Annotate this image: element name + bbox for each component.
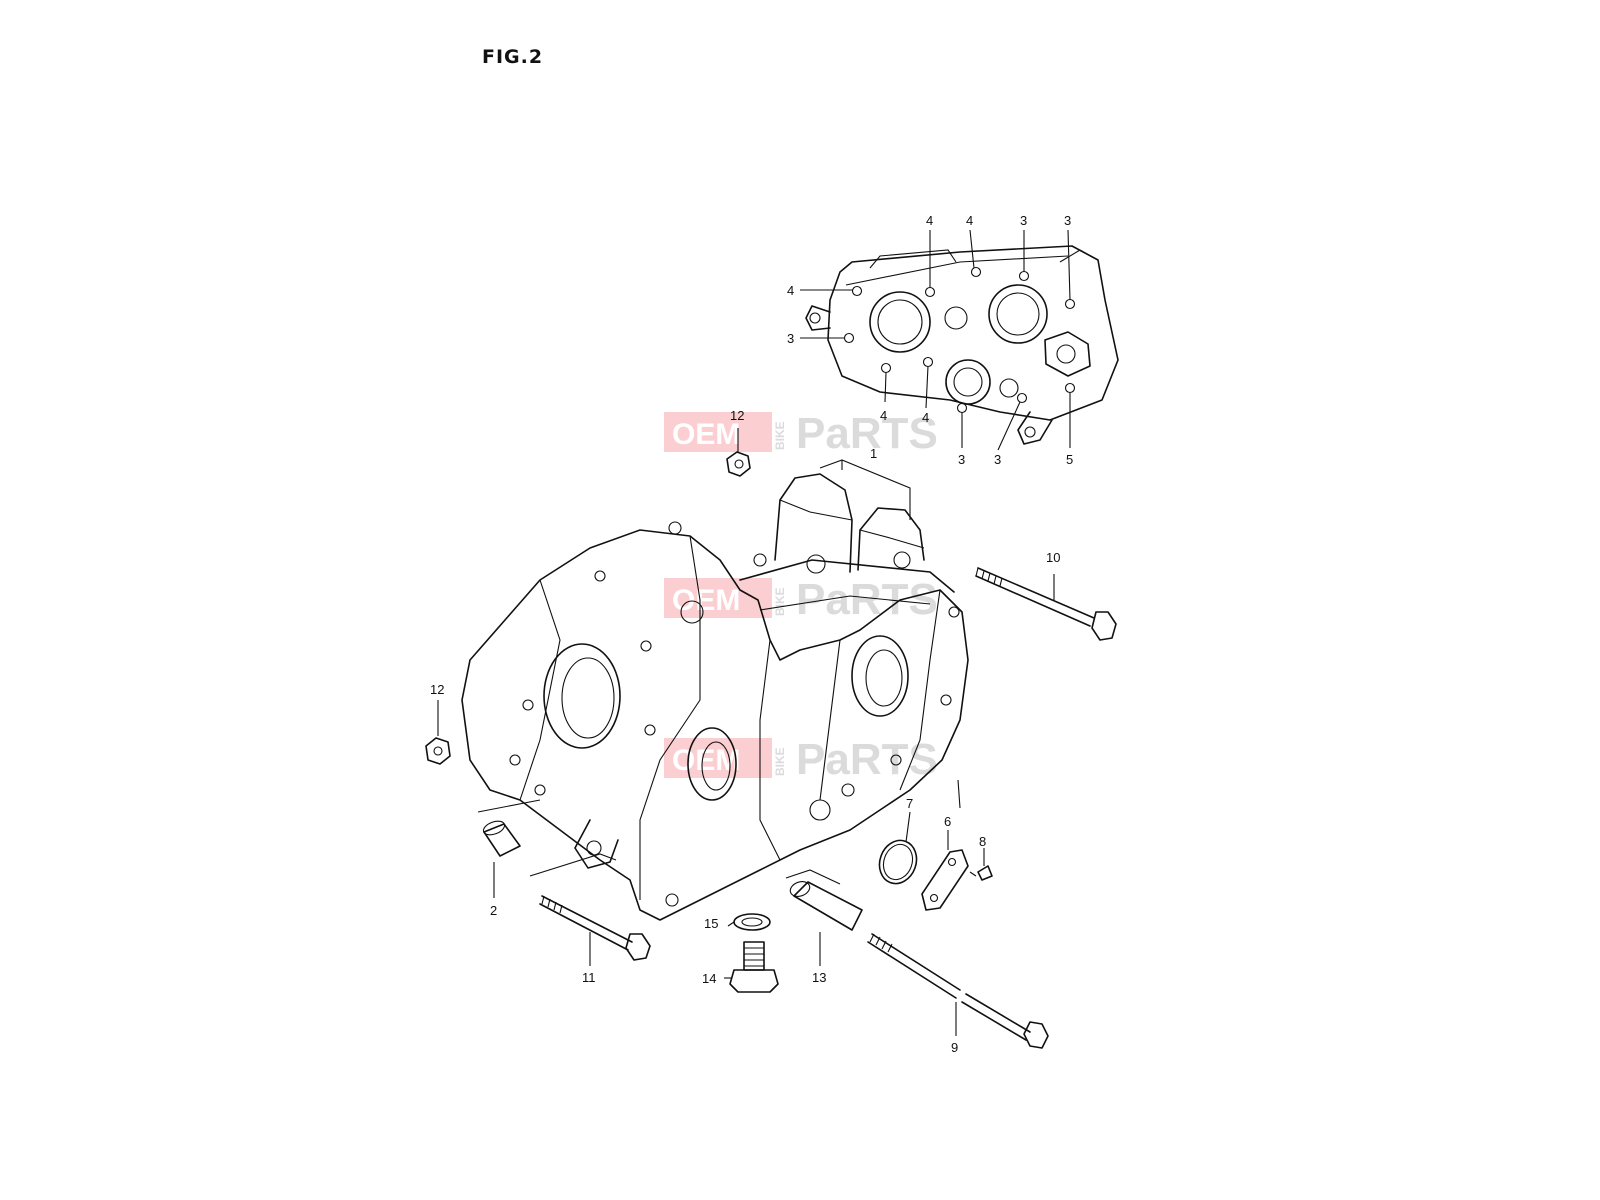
callout-10: 10 — [1046, 550, 1060, 565]
dowel-pin-2 — [482, 820, 521, 857]
watermark-brand-mid: BIKE — [773, 587, 787, 616]
callout-3e: 3 — [994, 452, 1001, 467]
watermark-brand-right: PaRTS — [796, 575, 938, 624]
o-ring-7 — [878, 839, 918, 885]
callout-14: 14 — [702, 971, 716, 986]
callout-7: 7 — [906, 796, 913, 811]
callout-5: 5 — [1066, 452, 1073, 467]
callout-12-top: 12 — [730, 408, 744, 423]
watermark-top: OEM BIKE PaRTS — [664, 409, 938, 458]
drain-plug-14 — [729, 941, 779, 993]
watermark-brand-right: PaRTS — [796, 735, 938, 784]
callout-3a: 3 — [1020, 213, 1027, 228]
callout-4a: 4 — [926, 213, 933, 228]
washer-15 — [733, 913, 771, 931]
callout-4b: 4 — [966, 213, 973, 228]
callout-3b: 3 — [1064, 213, 1071, 228]
callout-9: 9 — [951, 1040, 958, 1055]
callout-3d: 3 — [958, 452, 965, 467]
sleeve-13 — [789, 881, 863, 931]
callout-2: 2 — [490, 903, 497, 918]
watermark-brand-mid: BIKE — [773, 421, 787, 450]
inset-leader-lines — [800, 229, 1071, 451]
callout-15: 15 — [704, 916, 718, 931]
callout-4d: 4 — [880, 408, 887, 423]
callout-11: 11 — [582, 970, 596, 985]
watermark-brand-left: OEM — [672, 584, 740, 617]
callout-6: 6 — [944, 814, 951, 829]
figure-title: FIG.2 — [482, 46, 544, 68]
callout-12-left: 12 — [430, 682, 444, 697]
callout-8: 8 — [979, 834, 986, 849]
assembly-lines — [477, 459, 961, 885]
watermark-bottom: OEM BIKE PaRTS — [664, 735, 938, 784]
screw-8 — [969, 865, 993, 881]
bolt-10 — [975, 567, 1117, 641]
callout-1: 1 — [870, 446, 877, 461]
bolt-9 — [867, 933, 1049, 1049]
cover-plate-6 — [921, 849, 969, 911]
watermark-middle: OEM BIKE PaRTS — [664, 575, 938, 624]
watermark-brand-right: PaRTS — [796, 409, 938, 458]
nut-12-left — [425, 737, 451, 765]
bolt-11 — [539, 895, 651, 961]
watermark-brand-mid: BIKE — [773, 747, 787, 776]
callout-labels: 1 2 3 3 3 3 3 4 4 4 4 4 5 6 7 8 9 10 11 … — [430, 213, 1073, 1055]
callout-leader-lines — [437, 428, 1055, 1036]
watermark-brand-left: OEM — [672, 418, 740, 451]
callout-3c: 3 — [787, 331, 794, 346]
nut-12-top — [726, 451, 751, 477]
crankcase-inset-view — [805, 245, 1119, 445]
callout-13: 13 — [812, 970, 826, 985]
callout-4e: 4 — [922, 410, 929, 425]
callout-4c: 4 — [787, 283, 794, 298]
crankcase-assembly — [461, 473, 969, 921]
